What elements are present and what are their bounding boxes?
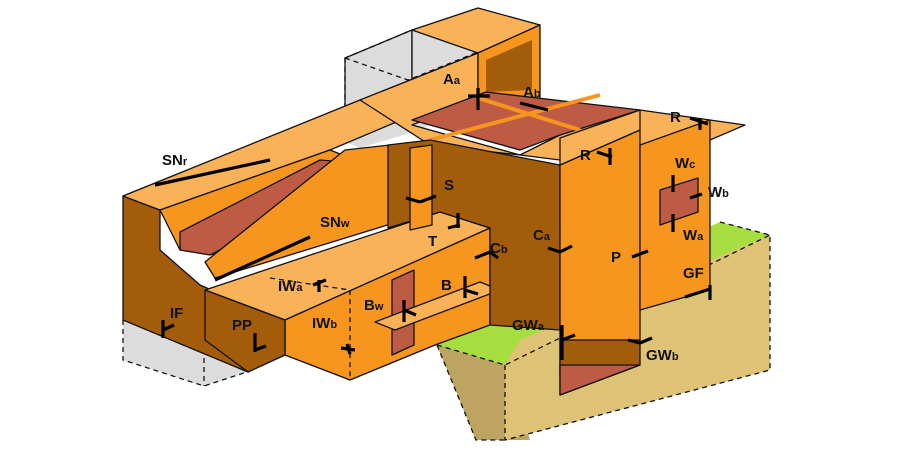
label-b: B xyxy=(441,277,452,294)
dimension-ticks xyxy=(154,88,712,360)
label-p: P xyxy=(611,249,621,266)
ghost-volume-left xyxy=(122,320,248,387)
label-gf: GF xyxy=(683,265,704,282)
building-center xyxy=(359,7,746,396)
label-gwa: GWa xyxy=(512,317,545,334)
label-wa: Wa xyxy=(683,227,704,244)
label-s: S xyxy=(444,177,454,194)
label-bw: Bw xyxy=(364,297,384,314)
label-ca: Ca xyxy=(533,227,551,244)
building-left-wing xyxy=(122,99,501,381)
label-r-pillar: R xyxy=(580,147,591,164)
label-cb: Cb xyxy=(490,240,508,257)
label-if: IF xyxy=(170,305,183,322)
label-snw: SNw xyxy=(320,214,350,231)
label-iwa: IWa xyxy=(278,278,303,295)
label-aa: Aa xyxy=(443,71,461,88)
label-r-top: R xyxy=(670,109,681,126)
label-wb: Wb xyxy=(708,184,729,201)
label-gwb: GWb xyxy=(646,347,679,364)
label-snr: SNr xyxy=(162,152,188,169)
label-wc: Wc xyxy=(675,155,695,172)
label-t: T xyxy=(428,233,437,250)
label-ab: Ab xyxy=(523,84,541,101)
component-labels: SNr SNw Aa Ab R R Wc Wb Wa S T Cb Ca P G… xyxy=(162,71,729,364)
label-iwb: IWb xyxy=(312,315,337,332)
label-pp: PP xyxy=(232,317,252,334)
